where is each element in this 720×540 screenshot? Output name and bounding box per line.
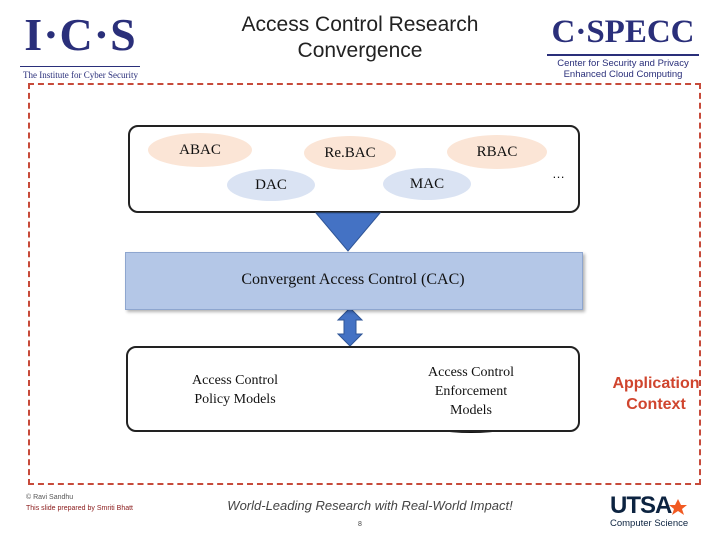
vertical-double-arrow-icon [336, 307, 364, 347]
rbac-label: RBAC [476, 143, 518, 160]
cac-label: Convergent Access Control (CAC) [241, 271, 465, 288]
utsa-logo: UTSA Computer Science [606, 492, 710, 532]
dac-ellipse [227, 169, 315, 201]
dac-label: DAC [255, 176, 287, 193]
ics-logo-text: I·C·S [24, 9, 137, 60]
footer-tagline: World-Leading Research with Real-World I… [227, 498, 513, 513]
cspecc-logo-rule [547, 54, 699, 56]
cspecc-logo: C·SPECC Center for Security and Privacy … [543, 12, 703, 82]
application-context-label: Application Context [612, 375, 700, 413]
cac-bar [125, 252, 583, 310]
ics-logo-rule [20, 66, 140, 67]
more-models-ellipsis: … [552, 166, 565, 181]
rebac-label: Re.BAC [324, 144, 376, 161]
utsa-logo-text: UTSA [610, 492, 672, 519]
utsa-star-icon [669, 499, 687, 515]
ics-logo-subtitle: The Institute for Cyber Security [23, 70, 138, 80]
footer-credit: This slide prepared by Smriti Bhatt [26, 505, 133, 512]
slide-title: Access Control Research Convergence [241, 13, 479, 62]
mac-ellipse [383, 168, 471, 200]
cspecc-logo-subtitle-2: Enhanced Cloud Computing [563, 69, 683, 80]
converge-arrow-icon [314, 212, 382, 252]
cspecc-logo-subtitle-1: Center for Security and Privacy [557, 58, 689, 69]
abac-ellipse [148, 133, 252, 167]
utsa-logo-subtitle: Computer Science [610, 518, 689, 529]
ics-logo: I·C·S The Institute for Cyber Security [18, 10, 143, 80]
abac-label: ABAC [179, 141, 221, 158]
footer-copyright: © Ravi Sandhu [26, 494, 74, 501]
policy-models-label: Access Control Policy Models [192, 373, 278, 407]
application-context-frame [28, 83, 701, 485]
rebac-ellipse [304, 136, 396, 170]
cspecc-logo-text: C·SPECC [551, 14, 695, 50]
mac-label: MAC [409, 175, 445, 192]
enforcement-models-label: Access Control Enforcement Models [428, 364, 514, 418]
rbac-ellipse [447, 135, 547, 169]
models-layer-container [126, 346, 580, 432]
page-number: 8 [358, 521, 362, 528]
